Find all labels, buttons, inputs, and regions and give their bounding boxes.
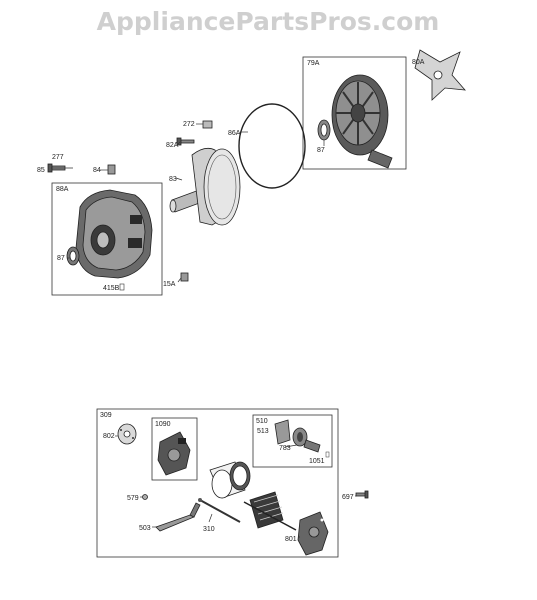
tool-503-part[interactable]: [155, 502, 201, 532]
seal-87-right-part[interactable]: [317, 119, 331, 141]
armature-part[interactable]: [243, 491, 297, 531]
label-697: 697: [342, 494, 354, 501]
nut-579-part[interactable]: [142, 494, 148, 500]
watermark-text: AppliancePartsPros.com: [97, 7, 440, 36]
box-79a: [302, 56, 407, 170]
drum-83-part[interactable]: [169, 147, 241, 226]
bolt-310-part[interactable]: [198, 498, 241, 523]
label-272: 272: [183, 121, 195, 128]
endcap-1090-part[interactable]: [157, 431, 191, 476]
nut-84-part[interactable]: [107, 164, 116, 175]
label-513: 513: [257, 428, 269, 435]
washer-272-part[interactable]: [202, 120, 213, 129]
label-87-right: 87: [317, 147, 325, 154]
label-80a: 80A: [412, 59, 425, 66]
label-801: 801: [285, 536, 297, 543]
box-88a: [51, 182, 163, 296]
box-1090: [151, 417, 198, 481]
screw-697-part[interactable]: [355, 490, 369, 499]
box-510: [252, 414, 333, 468]
nut-15a-part[interactable]: [180, 272, 189, 282]
seal-87-left-part[interactable]: [66, 246, 80, 266]
label-503: 503: [139, 525, 151, 532]
gear-kit-510-part[interactable]: [274, 419, 330, 458]
bracket-80a-part[interactable]: [414, 49, 466, 101]
cap-802-part[interactable]: [117, 423, 137, 445]
label-579: 579: [127, 495, 139, 502]
label-86a: 86A: [228, 130, 241, 137]
label-79a: 79A: [307, 60, 320, 67]
label-88a: 88A: [56, 186, 69, 193]
screw-82a-part[interactable]: [176, 137, 195, 146]
bracket-801-part[interactable]: [297, 511, 329, 556]
label-802: 802: [103, 433, 115, 440]
label-415b: 415B: [103, 285, 120, 292]
box-309: [96, 408, 339, 558]
tag-415b-part[interactable]: [119, 283, 125, 291]
label-310: 310: [203, 526, 215, 533]
gasket-86a-part[interactable]: [238, 103, 306, 189]
leader-lines-upper: [51, 123, 325, 283]
label-82a: 82A: [166, 142, 179, 149]
label-277: 277: [52, 154, 64, 161]
cover-79a-part[interactable]: [331, 74, 393, 169]
label-1090: 1090: [155, 421, 171, 428]
label-83: 83: [169, 176, 177, 183]
label-510: 510: [256, 418, 268, 425]
label-84: 84: [93, 167, 101, 174]
label-1051: 1051: [309, 458, 325, 465]
label-87-left: 87: [57, 255, 65, 262]
leader-lines-lower: [115, 435, 357, 538]
label-783: 783: [279, 445, 291, 452]
label-309: 309: [100, 412, 112, 419]
label-15a: 15A: [163, 281, 176, 288]
motor-housing-part[interactable]: [209, 461, 251, 499]
housing-88a-part[interactable]: [75, 189, 153, 279]
label-85: 85: [37, 167, 45, 174]
